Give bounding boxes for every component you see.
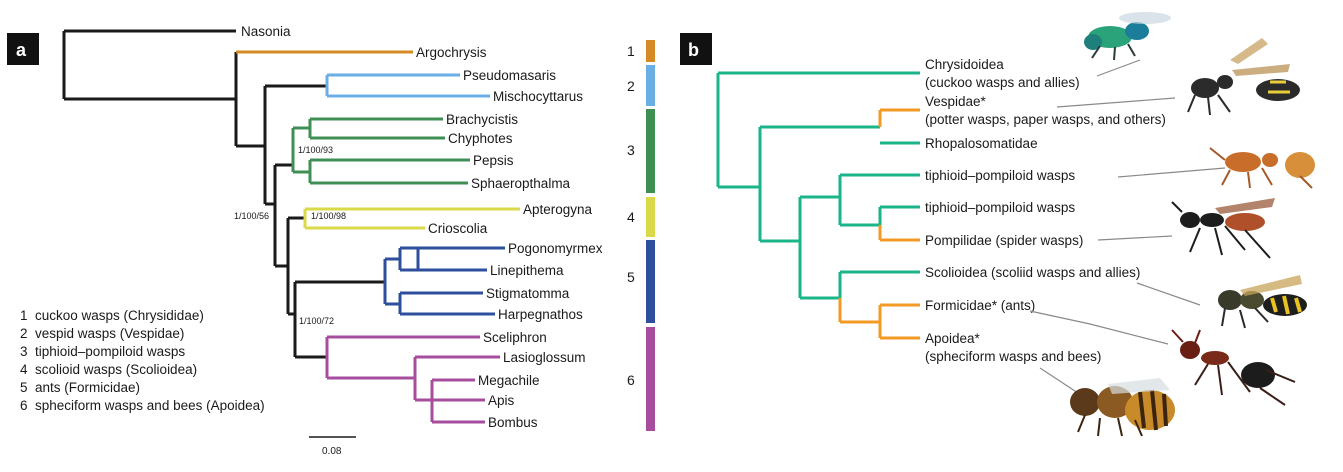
taxon-label: Nasonia bbox=[241, 24, 291, 39]
leader-line bbox=[1056, 97, 1176, 108]
group-number: 4 bbox=[627, 209, 635, 225]
clade-label: tiphioid–pompiloid wasps bbox=[925, 200, 1075, 215]
taxon-label: Lasioglossum bbox=[503, 350, 586, 365]
taxon-label: Pepsis bbox=[473, 153, 514, 168]
vespid-wasp-image bbox=[1187, 38, 1300, 116]
clade-label: Apoidea* bbox=[925, 331, 981, 346]
scale-label: 0.08 bbox=[322, 446, 342, 457]
scale-bar: 0.08 bbox=[309, 436, 356, 457]
clade-label: Rhopalosomatidae bbox=[925, 136, 1038, 151]
legend-a: 1 cuckoo wasps (Chrysididae) 2 vespid wa… bbox=[20, 308, 265, 413]
bee-image bbox=[1070, 378, 1175, 437]
tree-b-teal bbox=[716, 71, 920, 300]
group-bar-5 bbox=[646, 240, 655, 323]
clade-vespidae bbox=[325, 73, 490, 98]
taxa-labels-a: Nasonia Argochrysis Pseudomasaris Mischo… bbox=[241, 24, 603, 430]
leader-line bbox=[1029, 310, 1169, 345]
taxon-label: Crioscolia bbox=[428, 221, 488, 236]
clade-sublabel: (potter wasps, paper wasps, and others) bbox=[925, 112, 1166, 127]
taxon-label: Brachycistis bbox=[446, 112, 518, 127]
legend-item: 5 ants (Formicidae) bbox=[20, 380, 140, 395]
clade-apoidea bbox=[325, 335, 500, 424]
taxon-label: Stigmatomma bbox=[486, 286, 570, 301]
leader-line bbox=[1097, 235, 1173, 241]
leader-lines bbox=[1029, 59, 1226, 394]
panel-b-label: b bbox=[688, 40, 699, 60]
taxon-label: Megachile bbox=[478, 373, 540, 388]
ant-image bbox=[1171, 329, 1296, 406]
clade-label: Pompilidae (spider wasps) bbox=[925, 233, 1083, 248]
taxon-label: Pogonomyrmex bbox=[508, 241, 603, 256]
group-number: 6 bbox=[627, 372, 635, 388]
group-number: 2 bbox=[627, 78, 635, 94]
taxon-label: Argochrysis bbox=[416, 45, 487, 60]
taxon-label: Apis bbox=[488, 393, 515, 408]
leader-line bbox=[1136, 282, 1201, 306]
leader-line bbox=[1117, 167, 1226, 178]
tree-b-orange bbox=[838, 108, 920, 340]
support-value: 1/100/98 bbox=[311, 211, 346, 221]
scoliid-wasp-image bbox=[1218, 275, 1307, 329]
taxon-label: Bombus bbox=[488, 415, 538, 430]
group-bar-3 bbox=[646, 109, 655, 193]
group-bar-2 bbox=[646, 65, 655, 106]
group-bar-1 bbox=[646, 40, 655, 62]
taxon-label: Apterogyna bbox=[523, 202, 593, 217]
clade-tiphioid bbox=[291, 117, 470, 185]
clade-label: Scolioidea (scoliid wasps and allies) bbox=[925, 265, 1140, 280]
legend-item: 2 vespid wasps (Vespidae) bbox=[20, 326, 184, 341]
group-bar-6 bbox=[646, 327, 655, 431]
cuckoo-wasp-image bbox=[1084, 12, 1171, 61]
group-number: 5 bbox=[627, 269, 635, 285]
clade-label: Vespidae* bbox=[925, 94, 987, 109]
clade-formicidae bbox=[383, 246, 505, 316]
leader-line bbox=[1039, 367, 1079, 394]
taxon-label: Pseudomasaris bbox=[463, 68, 556, 83]
clade-label: Formicidae* (ants) bbox=[925, 298, 1035, 313]
panel-b: b bbox=[680, 12, 1315, 437]
legend-item: 3 tiphioid–pompiloid wasps bbox=[20, 344, 185, 359]
legend-item: 4 scolioid wasps (Scolioidea) bbox=[20, 362, 197, 377]
support-value: 1/100/56 bbox=[234, 211, 269, 221]
taxon-label: Harpegnathos bbox=[498, 307, 583, 322]
panel-b-badge bbox=[680, 33, 712, 65]
taxa-labels-b: Chrysidoidea (cuckoo wasps and allies) V… bbox=[925, 57, 1166, 364]
group-bars: 1 2 3 4 5 6 bbox=[627, 40, 655, 431]
support-values: 1/100/93 1/100/56 1/100/98 1/100/72 bbox=[234, 145, 346, 326]
taxon-label: Sphaeropthalma bbox=[471, 176, 571, 191]
clade-label: Chrysidoidea bbox=[925, 57, 1004, 72]
leader-line bbox=[1096, 59, 1141, 77]
panel-a-badge bbox=[7, 33, 39, 65]
group-number: 3 bbox=[627, 142, 635, 158]
taxon-label: Mischocyttarus bbox=[493, 89, 583, 104]
clade-scolioidea bbox=[303, 207, 520, 230]
panel-a-label: a bbox=[16, 40, 27, 60]
clade-label: tiphioid–pompiloid wasps bbox=[925, 168, 1075, 183]
clade-sublabel: (cuckoo wasps and allies) bbox=[925, 75, 1080, 90]
taxon-label: Linepithema bbox=[490, 263, 564, 278]
tree-a-backbone bbox=[62, 29, 385, 359]
group-bar-4 bbox=[646, 197, 655, 237]
taxon-label: Chyphotes bbox=[448, 131, 513, 146]
support-value: 1/100/72 bbox=[299, 316, 334, 326]
support-value: 1/100/93 bbox=[298, 145, 333, 155]
legend-item: 1 cuckoo wasps (Chrysididae) bbox=[20, 308, 204, 323]
taxon-label: Sceliphron bbox=[483, 330, 547, 345]
spider-wasp-image bbox=[1171, 198, 1275, 259]
group-number: 1 bbox=[627, 43, 635, 59]
clade-sublabel: (spheciform wasps and bees) bbox=[925, 349, 1101, 364]
tiphiid-wasp-image bbox=[1209, 147, 1315, 189]
legend-item: 6 spheciform wasps and bees (Apoidea) bbox=[20, 398, 265, 413]
panel-a: a bbox=[7, 24, 655, 457]
